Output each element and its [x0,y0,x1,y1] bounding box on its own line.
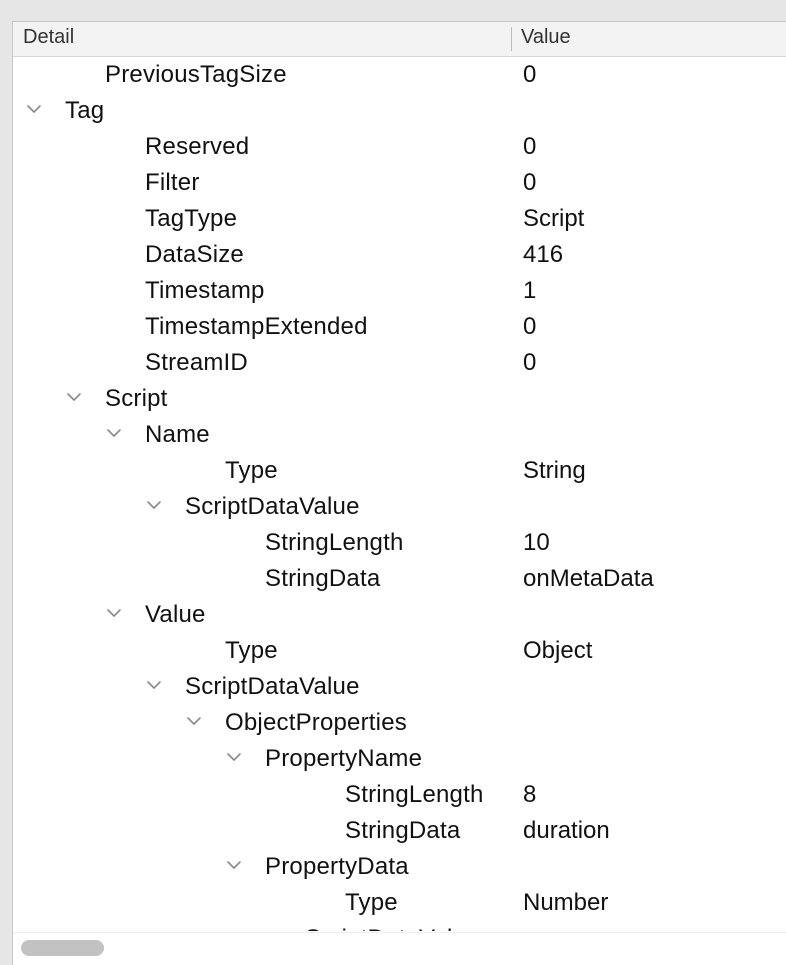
tree-row[interactable]: ScriptDataValue [13,670,786,706]
chevron-down-icon[interactable] [225,746,243,768]
tree-row-value: 0 [523,169,537,196]
tree-row[interactable]: ScriptDataValue [13,490,786,526]
tree-row-value: String [523,457,586,484]
tree-row[interactable]: ScriptDataValue [13,922,786,931]
tree-row-value: 0 [523,313,537,340]
tree-row-label: Timestamp [145,277,265,304]
chevron-down-icon[interactable] [25,98,43,120]
tree-row[interactable]: Tag [13,94,786,130]
tree-row[interactable]: PropertyName [13,742,786,778]
tree-row-label: Type [225,457,278,484]
tree-row-label: ScriptDataValue [185,673,360,700]
horizontal-scrollbar[interactable] [13,932,786,965]
tree-row-value: duration [523,817,610,844]
tree-row[interactable]: Type Number [13,886,786,922]
tree-row-label: StringData [265,565,381,592]
chevron-down-icon[interactable] [225,854,243,876]
tree-row[interactable]: Value [13,598,786,634]
tree-row-label: StringData [345,817,461,844]
tree-row-value: 0 [523,61,537,88]
column-divider[interactable] [511,27,512,51]
tree-row-label: TimestampExtended [145,313,368,340]
tree-row-label: Type [345,889,398,916]
tree-row[interactable]: Script [13,382,786,418]
chevron-down-icon[interactable] [265,926,283,931]
tree-row-label: DataSize [145,241,244,268]
tree-row-value: Number [523,889,609,916]
tree-row[interactable]: ObjectProperties [13,706,786,742]
tree-row[interactable]: Type String [13,454,786,490]
chevron-down-icon[interactable] [65,386,83,408]
tree-row-value: 1 [523,277,537,304]
column-header-detail[interactable]: Detail [23,26,75,48]
tree-row-label: TagType [145,205,238,232]
tree-row[interactable]: Reserved 0 [13,130,786,166]
tree-row-label: Filter [145,169,200,196]
tree-row-label: ObjectProperties [225,709,407,736]
tree-row-value: 416 [523,241,564,268]
tree-row[interactable]: Filter 0 [13,166,786,202]
tree-row[interactable]: PropertyData [13,850,786,886]
tree-row-value: 0 [523,133,537,160]
tree-row-label: ScriptDataValue [305,925,480,931]
tree-row-value: Script [523,205,585,232]
tree-row-label: Name [145,421,210,448]
tree-row[interactable]: TagType Script [13,202,786,238]
tree-row[interactable]: StringLength 8 [13,778,786,814]
tree-row-value: Object [523,637,593,664]
tree-row[interactable]: StringLength 10 [13,526,786,562]
tree-row[interactable]: DataSize 416 [13,238,786,274]
tree-row-label: Tag [65,97,105,124]
tree-row[interactable]: StreamID 0 [13,346,786,382]
tree-row-label: StringLength [265,529,404,556]
tree-row-label: Value [145,601,206,628]
tree-row-value: 8 [523,781,537,808]
chevron-down-icon[interactable] [105,602,123,624]
tree-row-label: Reserved [145,133,250,160]
chevron-down-icon[interactable] [185,710,203,732]
scrollbar-thumb[interactable] [21,940,104,956]
tree-row-label: StringLength [345,781,484,808]
tree-row-value: onMetaData [523,565,654,592]
tree-row-label: PropertyName [265,745,423,772]
column-header-bar: Detail Value [13,22,786,57]
tree-row-value: 0 [523,349,537,376]
tree-row[interactable]: StringData onMetaData [13,562,786,598]
tree-row[interactable]: TimestampExtended 0 [13,310,786,346]
tree-row-label: Script [105,385,168,412]
tree-row[interactable]: Name [13,418,786,454]
tree-row[interactable]: PreviousTagSize 0 [13,58,786,94]
chevron-down-icon[interactable] [105,422,123,444]
column-header-value[interactable]: Value [521,26,571,48]
tree-row-label: PreviousTagSize [105,61,287,88]
tree-row-label: StreamID [145,349,248,376]
tree-row-label: Type [225,637,278,664]
tree-row[interactable]: Type Object [13,634,786,670]
chevron-down-icon[interactable] [145,674,163,696]
tree-row[interactable]: StringData duration [13,814,786,850]
tree-row-label: ScriptDataValue [185,493,360,520]
tree-row-value: 10 [523,529,550,556]
chevron-down-icon[interactable] [145,494,163,516]
tree-row[interactable]: Timestamp 1 [13,274,786,310]
tree-row-label: PropertyData [265,853,409,880]
